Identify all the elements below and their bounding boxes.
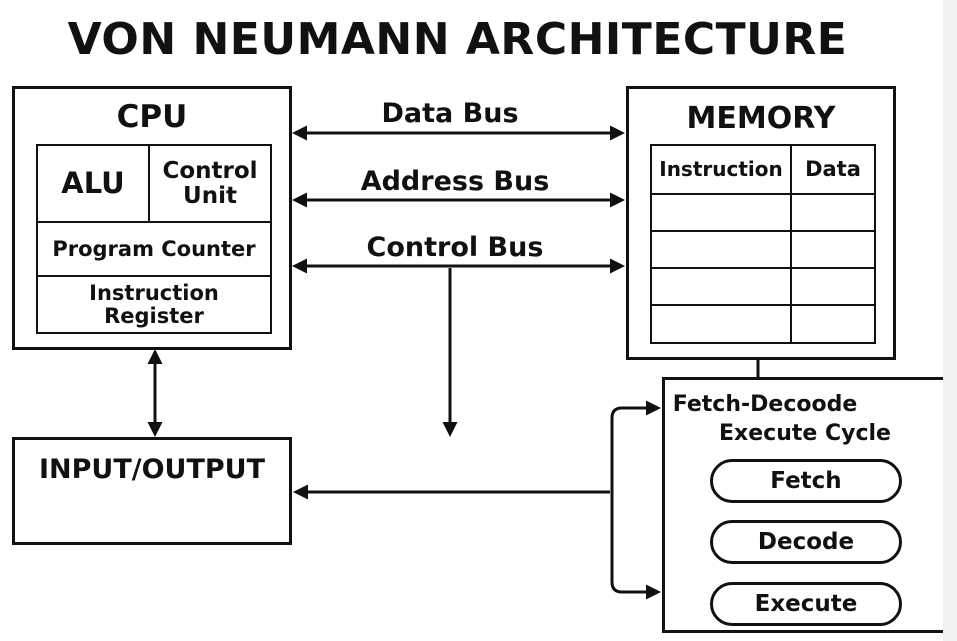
- cycle-title-line2: Execute Cycle: [719, 421, 891, 446]
- io-box: INPUT/OUTPUT: [12, 437, 292, 545]
- fetch-step: Fetch: [710, 459, 902, 503]
- cycle-title-line1: Fetch-Decoode: [672, 392, 858, 417]
- cycle-box: Fetch-Decoode Execute Cycle Fetch Decode…: [662, 377, 947, 633]
- memory-row: [790, 230, 876, 269]
- control-bus-label: Control Bus: [366, 232, 544, 263]
- cycle-bracket: [610, 400, 661, 600]
- memory-table: Instruction Data: [650, 144, 876, 344]
- page-edge: [943, 0, 957, 641]
- memory-row: [790, 193, 876, 232]
- memory-row: [650, 230, 792, 269]
- memory-header-instruction: Instruction: [650, 144, 792, 195]
- decode-step: Decode: [710, 520, 902, 564]
- instruction-register-cell: Instruction Register: [36, 275, 272, 334]
- memory-row: [790, 267, 876, 306]
- memory-row: [650, 267, 792, 306]
- io-label: INPUT/OUTPUT: [38, 454, 266, 485]
- execute-step: Execute: [710, 582, 902, 626]
- diagram-title: VON NEUMANN ARCHITECTURE: [67, 14, 848, 65]
- memory-header-data: Data: [790, 144, 876, 195]
- program-counter-cell: Program Counter: [36, 221, 272, 277]
- data-bus-label: Data Bus: [381, 98, 519, 129]
- memory-row: [650, 193, 792, 232]
- control-unit-line1: Control: [162, 157, 258, 184]
- alu-cell: ALU: [36, 144, 150, 223]
- memory-row: [650, 304, 792, 344]
- control-unit-line2: Unit: [183, 182, 237, 209]
- address-bus-label: Address Bus: [360, 166, 550, 197]
- memory-label: MEMORY: [686, 101, 836, 136]
- cpu-box: CPU ALU Control Unit Program Counter Ins…: [12, 86, 292, 350]
- memory-row: [790, 304, 876, 344]
- memory-box: MEMORY Instruction Data: [626, 86, 896, 360]
- control-unit-cell: Control Unit: [148, 144, 272, 223]
- cpu-label: CPU: [116, 99, 188, 135]
- cpu-components: ALU Control Unit Program Counter Instruc…: [36, 144, 272, 334]
